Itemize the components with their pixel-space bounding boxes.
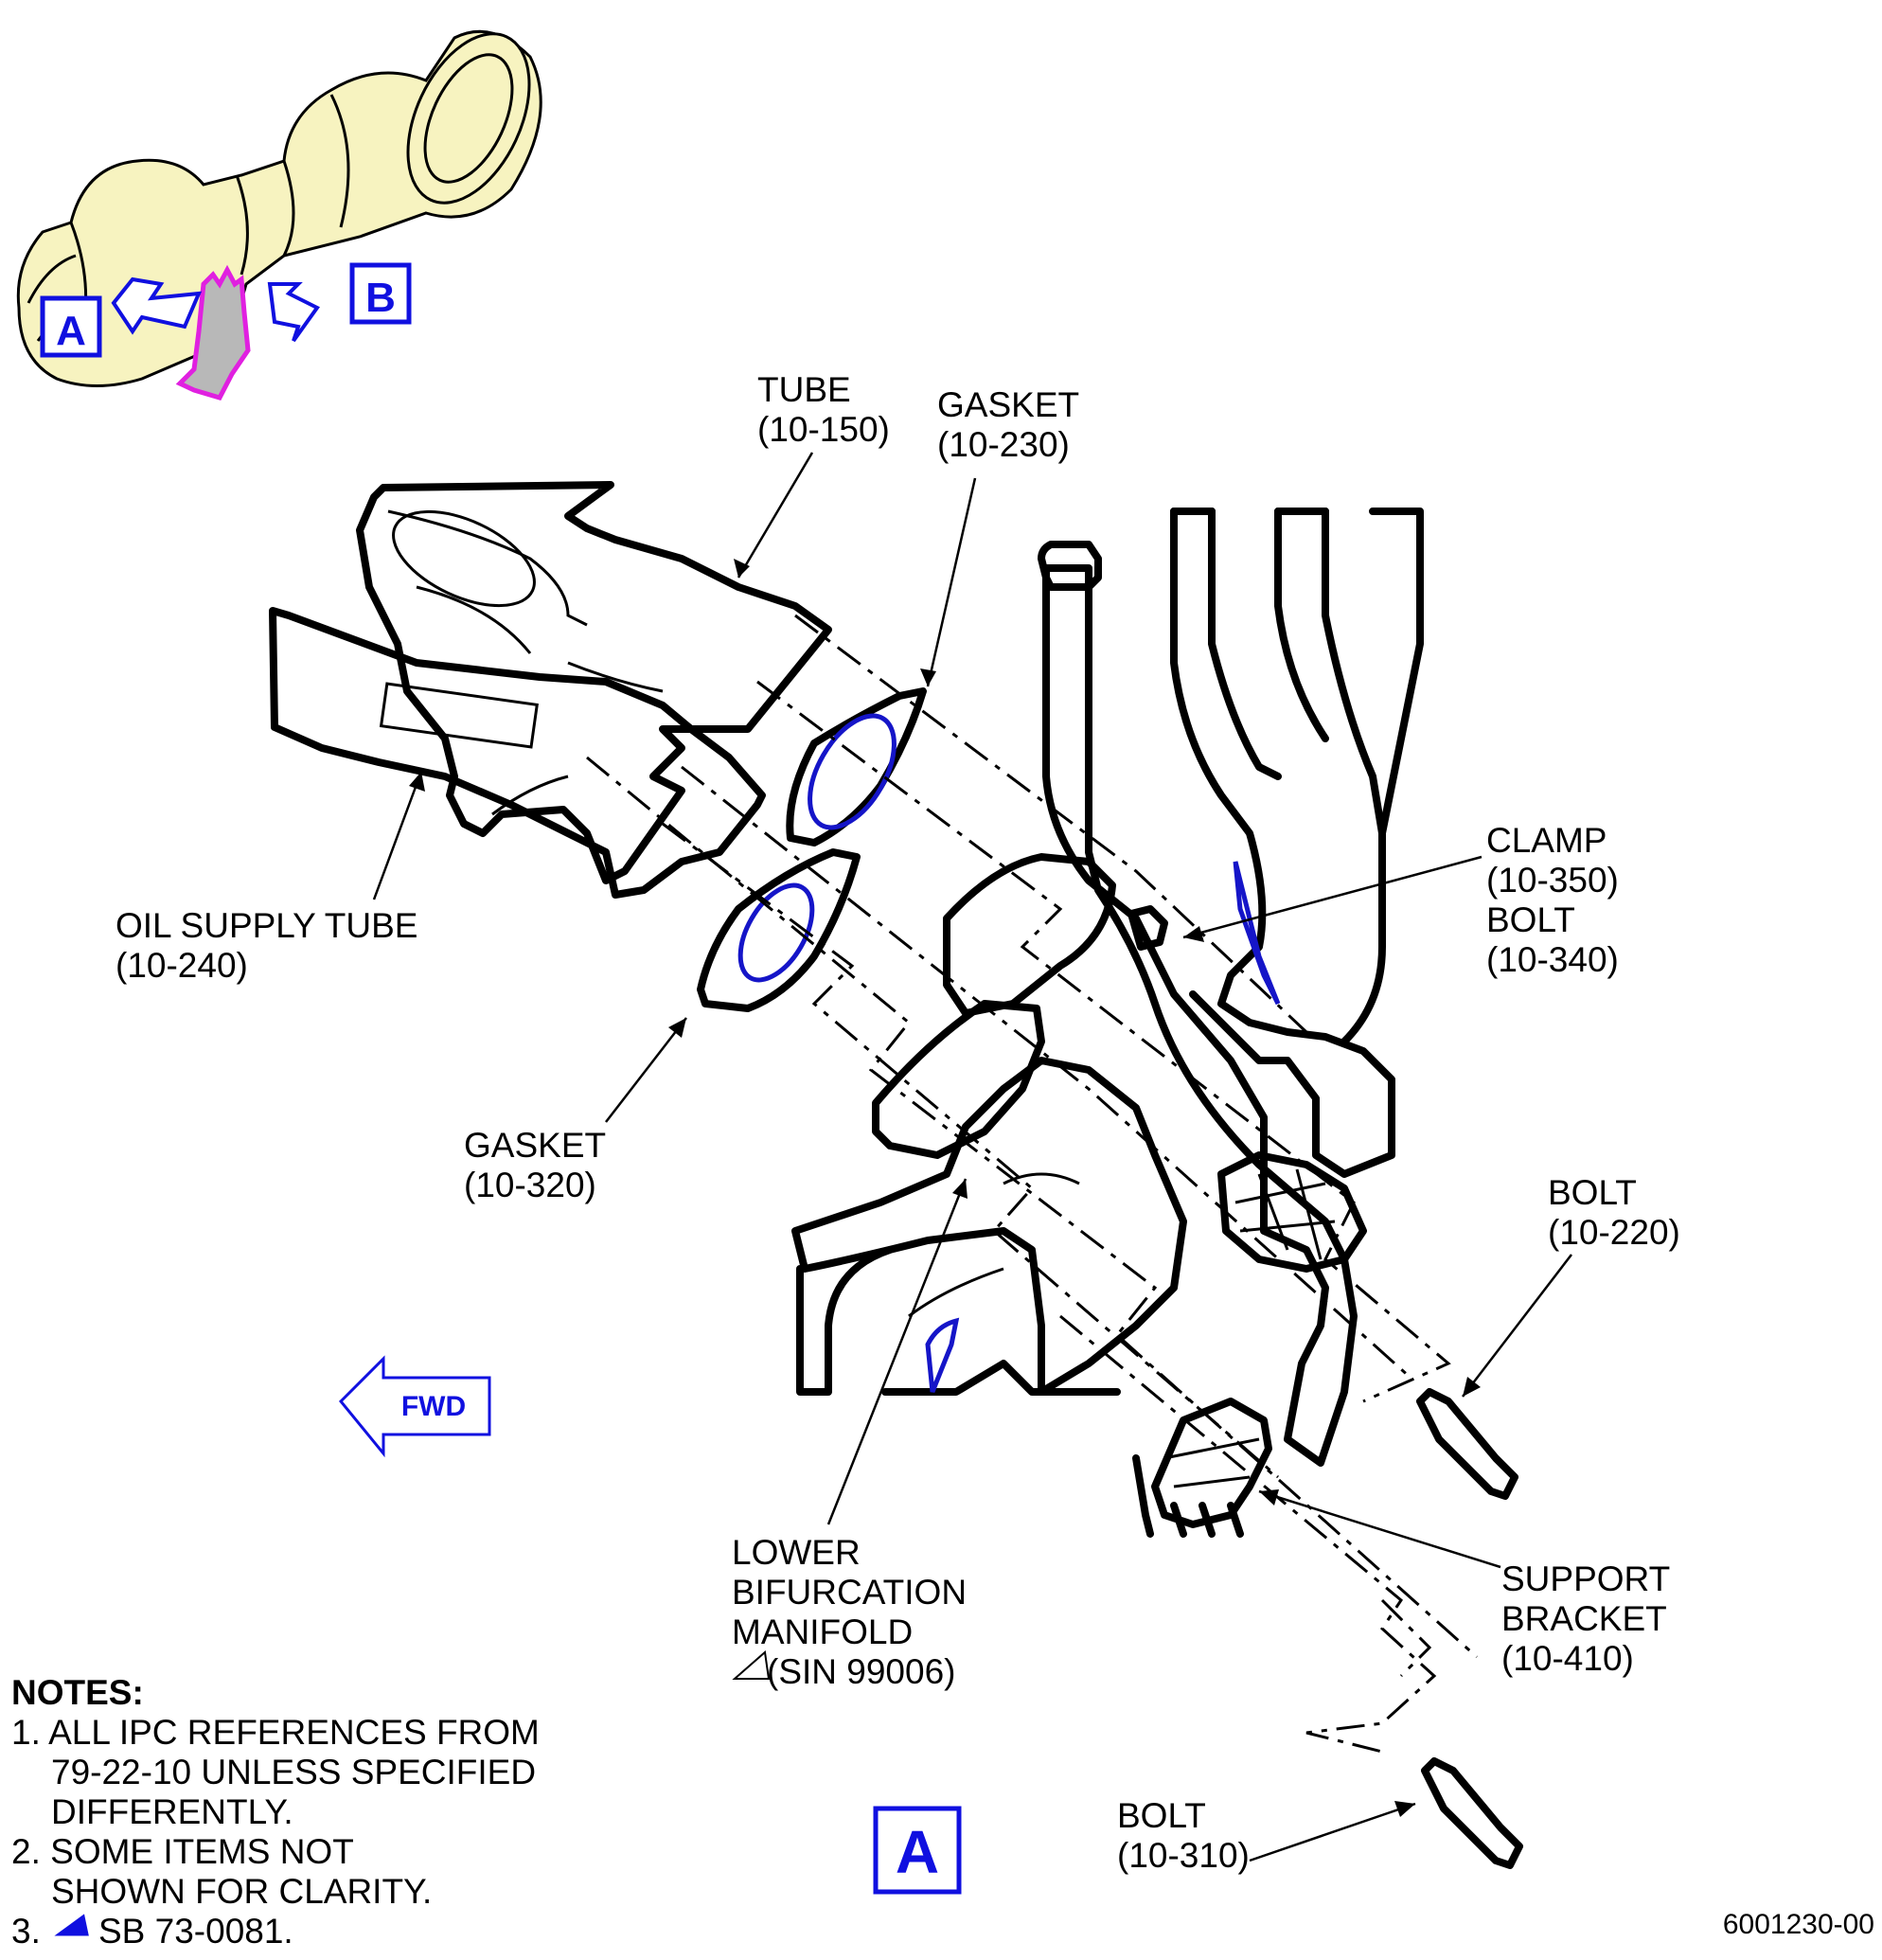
callout-gasket-320-number: (10-320) [464, 1166, 596, 1204]
callout-tube-number: (10-150) [757, 410, 890, 449]
callout-clamp-number: (10-350) [1486, 861, 1619, 900]
exploded-assembly [269, 481, 1523, 1869]
callout-clamp-name: CLAMP [1486, 821, 1607, 860]
note-line-3: DIFFERENTLY. [51, 1792, 293, 1831]
note-line-5: SHOWN FOR CLARITY. [51, 1872, 432, 1911]
callout-bolt-310-name: BOLT [1117, 1796, 1206, 1835]
callout-manifold-sin: (SIN 99006) [767, 1652, 956, 1691]
callout-bracket-number: (10-410) [1501, 1639, 1634, 1678]
locator-a-box [40, 295, 102, 358]
callout-bolt-220-name: BOLT [1548, 1173, 1637, 1212]
bolt-220-part [1416, 1388, 1518, 1500]
bifurcation-tubes [1038, 508, 1424, 1467]
callouts: TUBE (10-150) GASKET (10-230) CLAMP (10-… [115, 370, 1680, 1875]
notes-block: NOTES: 1. ALL IPC REFERENCES FROM 79-22-… [11, 1673, 540, 1951]
note-line-1: 1. ALL IPC REFERENCES FROM [11, 1713, 540, 1752]
callout-bolt-340-name: BOLT [1486, 900, 1575, 939]
callout-bracket-line-1: SUPPORT [1501, 1559, 1670, 1598]
callout-tube-name: TUBE [757, 370, 851, 409]
callout-bolt-220-number: (10-220) [1548, 1213, 1680, 1252]
locator-a-label: A [56, 308, 86, 354]
note-line-4: 2. SOME ITEMS NOT [11, 1832, 354, 1871]
locator-b-label: B [365, 275, 396, 321]
view-a-tag: A [873, 1806, 962, 1895]
assembly-lines [586, 614, 1479, 1754]
sin-flag-icon [732, 1650, 771, 1680]
oil-supply-tube-part [269, 607, 766, 899]
lower-bifurcation-manifold-part [791, 853, 1187, 1396]
arrow-to-b-icon [267, 282, 320, 343]
gasket-320-part [697, 848, 861, 1012]
gasket-230-part [786, 687, 927, 846]
callout-manifold-line-3: MANIFOLD [732, 1613, 913, 1651]
clamp-and-bracket-parts [1127, 905, 1367, 1538]
callout-gasket-320-name: GASKET [464, 1126, 606, 1165]
notes-title: NOTES: [11, 1673, 144, 1712]
engine-locator-view: A B [16, 29, 542, 401]
sb-flag-icon [54, 1914, 89, 1936]
note-line-6-number: 3. [11, 1912, 41, 1951]
arrow-to-a-icon [111, 276, 203, 335]
fwd-label: FWD [401, 1391, 466, 1422]
callout-gasket-230-number: (10-230) [937, 425, 1070, 464]
fwd-direction-arrow: FWD [338, 1355, 491, 1458]
callout-gasket-230-name: GASKET [937, 385, 1079, 424]
view-a-label: A [896, 1818, 939, 1886]
callout-bolt-310-number: (10-310) [1117, 1836, 1250, 1875]
callout-manifold-line-2: BIFURCATION [732, 1573, 967, 1612]
tube-part [356, 481, 832, 884]
callout-bracket-line-2: BRACKET [1501, 1599, 1667, 1638]
note-line-6-text: SB 73-0081. [98, 1912, 293, 1951]
callout-bolt-340-number: (10-340) [1486, 940, 1619, 979]
note-line-2: 79-22-10 UNLESS SPECIFIED [51, 1753, 536, 1791]
figure-number: 6001230-00 [1723, 1909, 1874, 1940]
bolt-310-part [1421, 1757, 1523, 1869]
callout-oil-supply-tube-name: OIL SUPPLY TUBE [115, 906, 417, 945]
callout-manifold-line-1: LOWER [732, 1533, 861, 1572]
locator-b-box [349, 262, 412, 325]
leader-lines [372, 452, 1572, 1862]
callout-oil-supply-tube-number: (10-240) [115, 946, 248, 985]
